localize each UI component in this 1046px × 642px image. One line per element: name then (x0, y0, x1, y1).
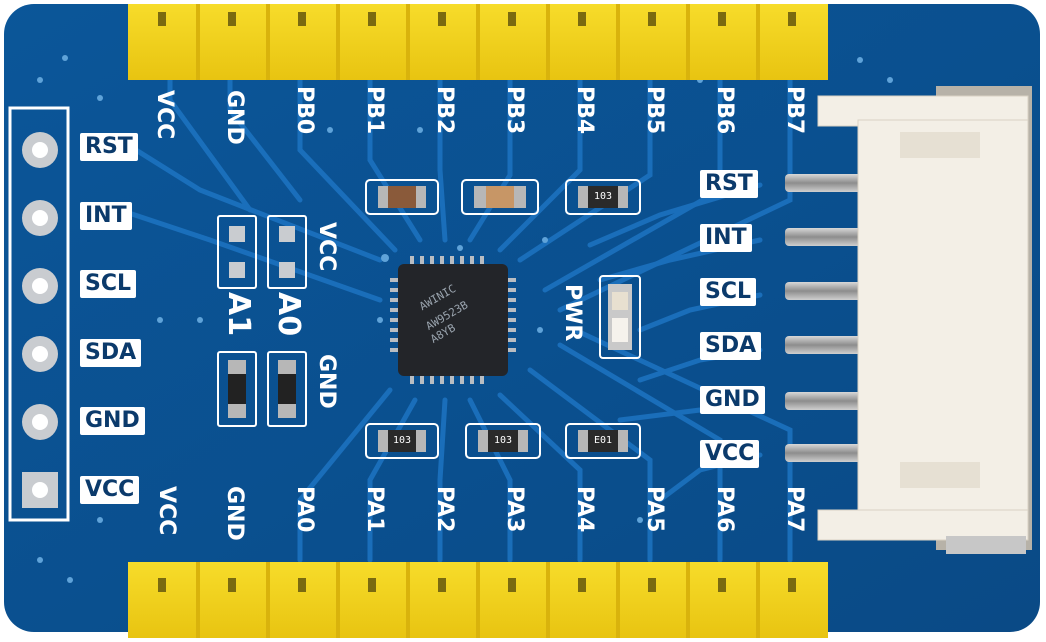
bottom-label-vcc: VCC (154, 486, 179, 536)
pwr-label: PWR (560, 284, 585, 342)
pcb-board (4, 4, 1040, 632)
bottom-label-gnd: GND (222, 486, 247, 541)
top-label-pb2: PB2 (432, 86, 457, 135)
ic-chip (390, 256, 516, 384)
top-label-pb6: PB6 (712, 86, 737, 135)
address-label-vcc: VCC (314, 222, 339, 272)
address-label-a0: A0 (271, 292, 306, 337)
right-label-sda: SDA (700, 332, 762, 360)
bottom-label-pa1: PA1 (362, 486, 387, 533)
top-label-pb4: PB4 (572, 86, 597, 135)
right-label-rst: RST (700, 170, 758, 198)
bottom-label-pa6: PA6 (712, 486, 737, 533)
left-label-gnd: GND (80, 407, 145, 435)
top-label-vcc: VCC (152, 90, 177, 140)
bottom-label-pa2: PA2 (432, 486, 457, 533)
bottom-label-pa3: PA3 (502, 486, 527, 533)
resistor-bottom-right-marking: E01 (594, 435, 613, 446)
left-label-scl: SCL (80, 270, 137, 298)
bottom-label-pa7: PA7 (782, 486, 807, 533)
resistor-bottom-mid-marking: 103 (494, 435, 513, 446)
top-label-pb3: PB3 (502, 86, 527, 135)
right-label-scl: SCL (700, 278, 757, 306)
bottom-pin-header (128, 562, 828, 638)
smd-components (217, 179, 641, 459)
bottom-label-pa5: PA5 (642, 486, 667, 533)
right-label-gnd: GND (700, 386, 765, 414)
top-label-pb5: PB5 (642, 86, 667, 135)
resistor-bottom-left-marking: 103 (393, 435, 412, 446)
bottom-label-pa4: PA4 (572, 486, 597, 533)
left-pin-holes (8, 106, 70, 522)
address-label-gnd: GND (314, 354, 339, 409)
left-label-rst: RST (80, 133, 138, 161)
top-label-pb7: PB7 (782, 86, 807, 135)
address-label-a1: A1 (221, 292, 256, 337)
resistor-top-marking: 103 (594, 191, 613, 202)
bottom-label-pa0: PA0 (292, 486, 317, 533)
left-label-int: INT (80, 202, 132, 230)
top-label-pb1: PB1 (362, 86, 387, 135)
left-label-sda: SDA (80, 339, 142, 367)
connector-housing (817, 86, 1032, 554)
right-label-int: INT (700, 224, 752, 252)
right-label-vcc: VCC (700, 440, 760, 468)
left-label-vcc: VCC (80, 476, 140, 504)
top-label-gnd: GND (222, 90, 247, 145)
top-pin-header (128, 4, 828, 80)
connector-pins (785, 174, 865, 462)
top-label-pb0: PB0 (292, 86, 317, 135)
